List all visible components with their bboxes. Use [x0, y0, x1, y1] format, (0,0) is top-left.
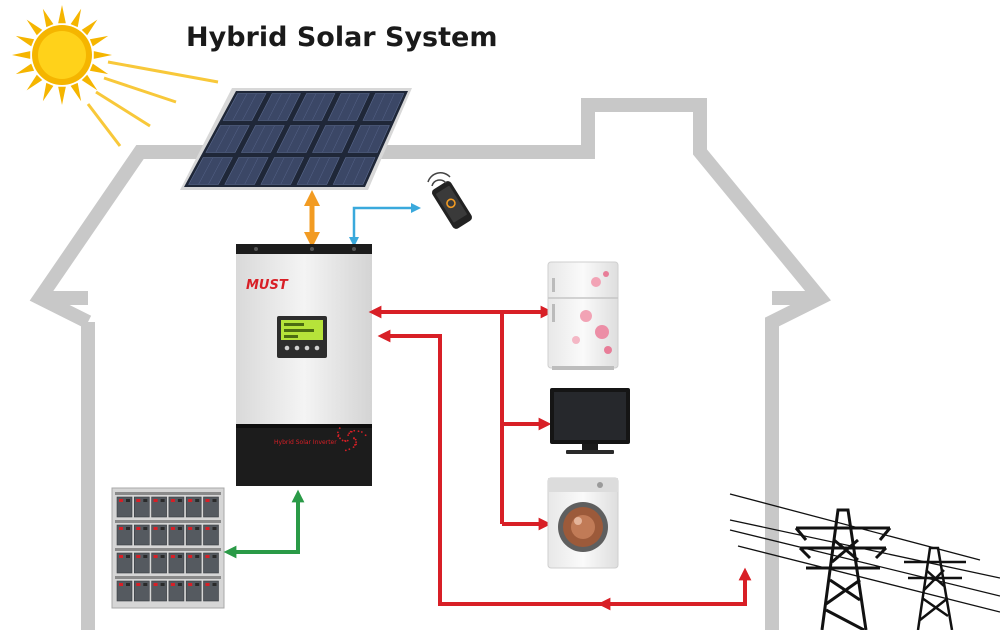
inverter-icon: MUST Hybrid Solar Inverter	[236, 244, 372, 486]
refrigerator-icon	[547, 261, 619, 370]
ac-output-lines	[368, 305, 554, 531]
smartphone-icon	[427, 172, 473, 229]
wifi-arrow	[349, 203, 421, 247]
page-title: Hybrid Solar System	[186, 22, 497, 53]
inverter-label: Hybrid Solar Inverter	[274, 439, 337, 446]
inverter-brand: MUST	[246, 278, 289, 293]
house-outline	[29, 98, 831, 630]
sun-icon	[12, 5, 219, 147]
solar-panel-icon	[180, 88, 412, 190]
battery-bank-icon	[111, 487, 225, 609]
washing-machine-icon	[547, 477, 619, 569]
television-icon	[550, 388, 630, 454]
battery-arrow	[223, 489, 305, 559]
grid-input-line	[377, 329, 752, 611]
power-tower-icon	[794, 508, 892, 630]
power-tower-small-icon	[904, 546, 966, 630]
